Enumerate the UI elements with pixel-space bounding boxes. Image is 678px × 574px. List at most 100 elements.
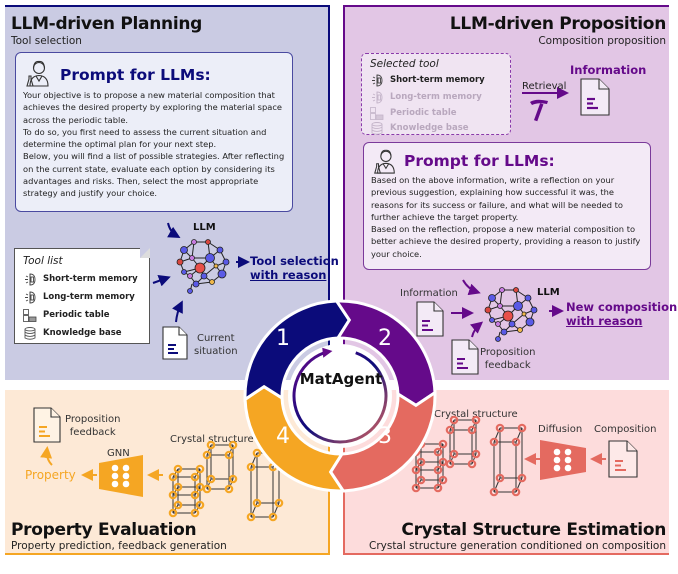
crystal-bond <box>194 468 201 478</box>
crystal-atom <box>206 440 216 450</box>
brain-node <box>525 317 535 327</box>
selected-tool-title: Selected tool <box>370 58 439 70</box>
new-composition-output: New composition with reason <box>566 300 677 328</box>
crystal-atom <box>202 484 212 494</box>
llm-brain-icon <box>484 287 538 342</box>
arrow-toollist-to-llm <box>152 275 171 287</box>
llm-label: LLM <box>193 222 216 233</box>
selected-tool-box: Selected tool Short-term memory Long-ter… <box>361 53 511 135</box>
tool-label: Periodic table <box>390 108 457 118</box>
crystal-atom <box>173 482 183 492</box>
crystal-atom <box>168 508 178 518</box>
gnn-model-icon <box>99 455 143 497</box>
brain-node <box>495 336 501 342</box>
diffusion-label: Diffusion <box>538 424 583 435</box>
tool-label: Periodic table <box>43 310 110 320</box>
crystal-atom <box>190 508 200 518</box>
brain-node <box>530 306 538 314</box>
tool-label: Short-term memory <box>43 274 138 284</box>
brain-node <box>524 294 532 302</box>
tool-list-title: Tool list <box>23 255 63 267</box>
planning-prompt-heading: Prompt for LLMs: <box>60 66 211 84</box>
crystal-atom <box>202 450 212 460</box>
crystal-atom <box>433 483 443 493</box>
crystal-atom <box>467 459 477 469</box>
tool-label: Long-term memory <box>390 92 482 102</box>
crystal-bond <box>228 478 234 490</box>
label-line: Current <box>196 333 235 344</box>
crystal-atom <box>246 462 256 472</box>
crystal-bond <box>415 479 422 489</box>
brain-node <box>488 294 496 302</box>
output-line: New composition <box>566 300 678 314</box>
brain-node <box>489 317 495 323</box>
arrow-prompt2-to-llm <box>462 279 481 296</box>
selected-tool-knowledge-base: Knowledge base <box>370 120 469 136</box>
arrow-property-to-feedback <box>40 446 53 466</box>
periodic-table-icon <box>23 308 37 322</box>
arrow-prompt-to-llm <box>167 222 181 238</box>
selected-tool-periodic-table: Periodic table <box>370 105 457 121</box>
prompt-paragraph: Below, you will find a list of possible … <box>23 151 285 199</box>
crystal-structure-label: Crystal structure <box>170 434 254 445</box>
selected-tool-long-term-memory: Long-term memory <box>370 89 482 105</box>
crystal-atom <box>445 459 455 469</box>
prompt-paragraph: Based on the above information, write a … <box>371 175 623 222</box>
crystal-atom <box>438 475 448 485</box>
crystal-bond <box>437 461 444 471</box>
prompt-paragraph: To do so, you first need to assess the c… <box>23 126 267 150</box>
tool-item-periodic-table: Periodic table <box>23 307 110 323</box>
periodic-table-icon <box>370 106 384 120</box>
crystal-atom <box>489 487 499 497</box>
crystal-bond <box>449 419 455 431</box>
cycle-center-disc <box>288 344 392 448</box>
crystal-bond <box>471 453 477 465</box>
structure-title: Crystal Structure Estimation <box>401 520 666 540</box>
crystal-atom <box>517 473 527 483</box>
brain-node <box>508 320 516 328</box>
cycle-arrowhead-icon <box>322 347 333 358</box>
crystal-atom <box>467 425 477 435</box>
crystal-atom <box>449 449 459 459</box>
crystal-atom <box>224 484 234 494</box>
structure-subtitle: Crystal structure generation conditioned… <box>368 540 666 552</box>
brain-node <box>187 288 193 294</box>
tool-label: Long-term memory <box>43 292 135 302</box>
brain-node <box>517 327 523 333</box>
tool-label: Knowledge base <box>390 123 469 133</box>
information-document-icon <box>580 78 610 116</box>
crystal-atom <box>195 464 205 474</box>
crystal-atom <box>206 474 216 484</box>
crystal-atom <box>433 465 443 475</box>
brain-node <box>217 269 227 279</box>
arrow-feedback-to-llm <box>470 321 484 338</box>
diffusion-model-icon <box>540 440 586 480</box>
tool-item-long-term-memory: Long-term memory <box>23 289 135 305</box>
evaluation-title: Property Evaluation <box>11 520 197 540</box>
crystal-bond <box>206 478 212 490</box>
output-line: with reason <box>250 268 327 282</box>
brain-node <box>205 253 215 263</box>
proposition-prompt-text: Based on the above information, write a … <box>371 174 647 260</box>
crystal-atom <box>449 415 459 425</box>
step-4-number: 4 <box>276 424 290 449</box>
brain-node <box>499 287 505 293</box>
proposition-subtitle: Composition proposition <box>538 35 666 47</box>
crystal-atom <box>168 490 178 500</box>
brain-node <box>200 272 208 280</box>
crystal-atom <box>438 439 448 449</box>
brain-node <box>180 246 188 254</box>
llm-brain-icon <box>176 239 230 294</box>
step-3-number: 3 <box>378 424 392 449</box>
crystal-atom <box>228 440 238 450</box>
crystal-atom <box>274 498 284 508</box>
feedback-document-icon <box>451 339 479 375</box>
document-icon <box>162 326 188 360</box>
crystal-atom <box>511 437 521 447</box>
tool-item-short-term-memory: Short-term memory <box>23 271 138 287</box>
output-line: Tool selection <box>250 254 339 268</box>
label-line: situation <box>194 346 238 357</box>
crystal-bond <box>415 461 422 471</box>
crystal-bond <box>206 444 212 456</box>
